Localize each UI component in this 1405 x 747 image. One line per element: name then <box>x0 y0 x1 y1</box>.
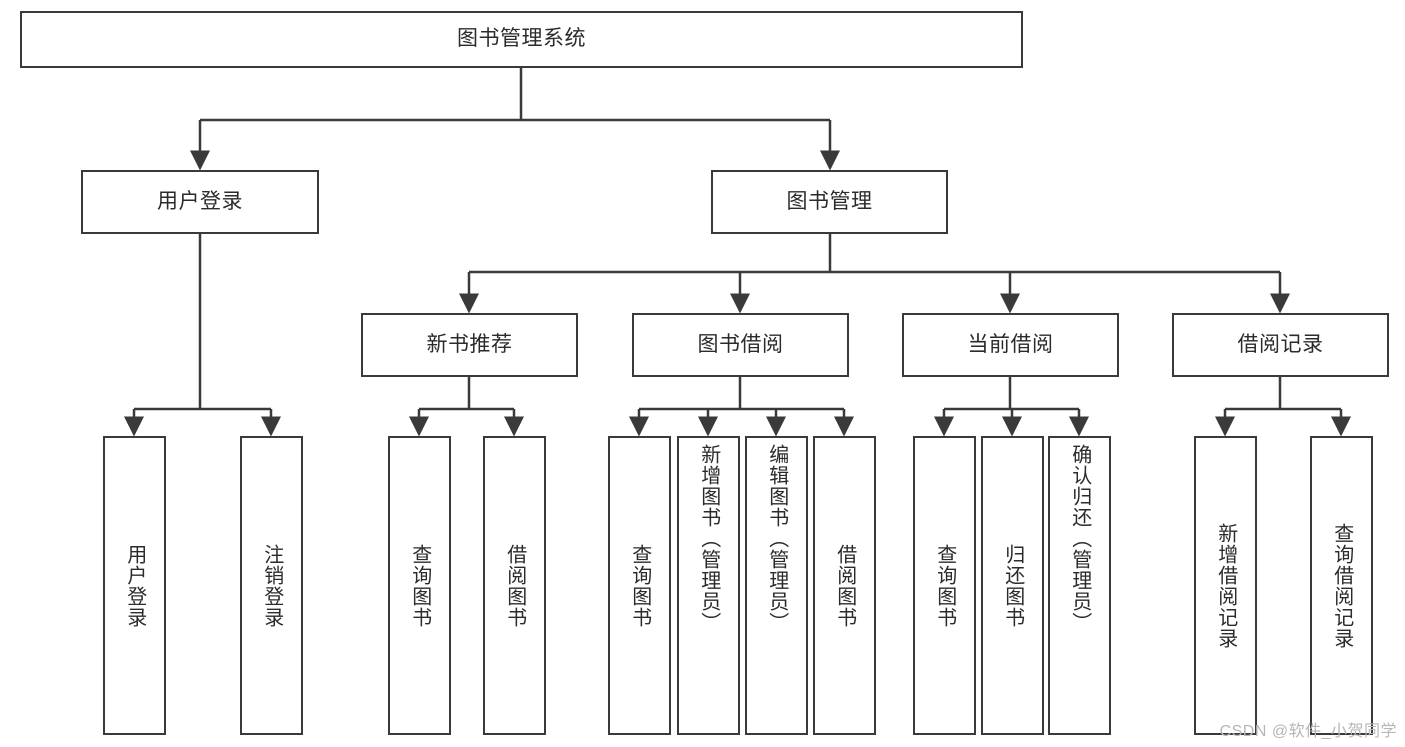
node-leaf-borrow-book-b-label: 借阅图书 <box>833 543 856 628</box>
node-leaf-edit-book[interactable]: 编辑图书（管理员） <box>745 436 808 735</box>
node-leaf-query-book-b-label: 查询图书 <box>628 543 651 628</box>
node-book-manage[interactable]: 图书管理 <box>711 170 948 234</box>
node-leaf-borrow-book-b[interactable]: 借阅图书 <box>813 436 876 735</box>
node-leaf-user-login[interactable]: 用户登录 <box>103 436 166 735</box>
node-leaf-add-book-label: 新增图书（管理员） <box>697 444 720 633</box>
node-leaf-add-book[interactable]: 新增图书（管理员） <box>677 436 740 735</box>
node-book-borrow-label: 图书借阅 <box>697 332 784 356</box>
node-leaf-user-logout[interactable]: 注销登录 <box>240 436 303 735</box>
node-leaf-query-book-rec-label: 查询图书 <box>408 543 431 628</box>
node-borrow-record-label: 借阅记录 <box>1237 332 1324 356</box>
node-root[interactable]: 图书管理系统 <box>20 11 1023 68</box>
node-root-label: 图书管理系统 <box>457 27 586 51</box>
node-current-borrow[interactable]: 当前借阅 <box>902 313 1119 377</box>
node-leaf-borrow-book-rec[interactable]: 借阅图书 <box>483 436 546 735</box>
node-new-book-rec-label: 新书推荐 <box>426 332 513 356</box>
node-leaf-query-book-c-label: 查询图书 <box>933 543 956 628</box>
node-leaf-query-book-rec[interactable]: 查询图书 <box>388 436 451 735</box>
node-book-borrow[interactable]: 图书借阅 <box>632 313 849 377</box>
node-leaf-confirm-return-label: 确认归还（管理员） <box>1068 444 1091 633</box>
node-leaf-return-book[interactable]: 归还图书 <box>981 436 1044 735</box>
node-user-login[interactable]: 用户登录 <box>81 170 319 234</box>
node-leaf-edit-book-label: 编辑图书（管理员） <box>765 444 788 633</box>
node-leaf-user-logout-label: 注销登录 <box>260 543 283 628</box>
node-leaf-borrow-book-rec-label: 借阅图书 <box>503 543 526 628</box>
node-leaf-query-book-b[interactable]: 查询图书 <box>608 436 671 735</box>
node-book-manage-label: 图书管理 <box>786 189 873 213</box>
node-leaf-user-login-label: 用户登录 <box>123 543 146 628</box>
node-current-borrow-label: 当前借阅 <box>967 332 1054 356</box>
node-borrow-record[interactable]: 借阅记录 <box>1172 313 1389 377</box>
node-leaf-query-record-label: 查询借阅记录 <box>1330 522 1353 649</box>
node-leaf-return-book-label: 归还图书 <box>1001 543 1024 628</box>
csdn-watermark: CSDN @软件_小贺同学 <box>1219 723 1397 740</box>
node-leaf-query-book-c[interactable]: 查询图书 <box>913 436 976 735</box>
node-new-book-rec[interactable]: 新书推荐 <box>361 313 578 377</box>
node-leaf-add-record[interactable]: 新增借阅记录 <box>1194 436 1257 735</box>
node-user-login-label: 用户登录 <box>157 189 243 213</box>
node-leaf-add-record-label: 新增借阅记录 <box>1214 522 1237 649</box>
node-leaf-confirm-return[interactable]: 确认归还（管理员） <box>1048 436 1111 735</box>
node-leaf-query-record[interactable]: 查询借阅记录 <box>1310 436 1373 735</box>
